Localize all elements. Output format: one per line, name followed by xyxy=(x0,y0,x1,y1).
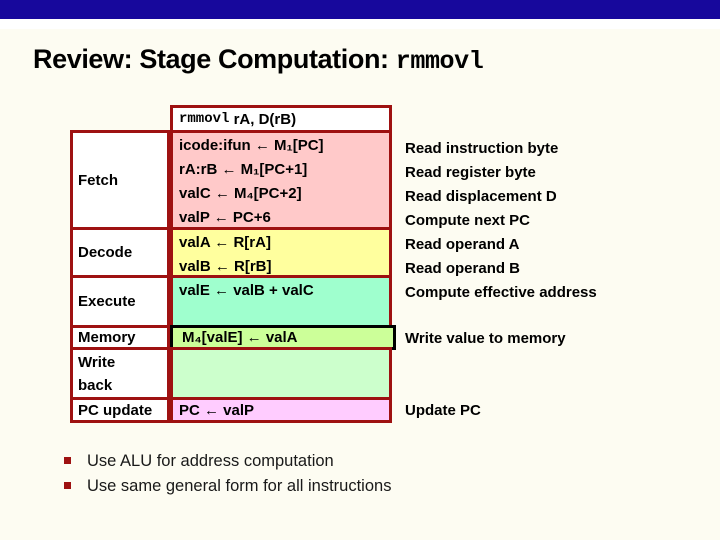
stage-expression-cell: PC ← valP xyxy=(170,397,392,423)
stage-expression-cell xyxy=(170,347,392,400)
stage-expression-cell: valA ← R[rA] valB ← R[rB] xyxy=(170,227,392,278)
table-header-cell: rmmovl rA, D(rB) xyxy=(170,105,392,133)
stage-label: Write back xyxy=(78,353,116,394)
note-line: Compute next PC xyxy=(405,212,531,229)
expression-line: M₄[valE] ← valA xyxy=(182,329,298,346)
expression-line: valE ← valB + valC xyxy=(179,282,314,299)
note-line: Read operand B xyxy=(405,260,521,277)
note-block: Update PC xyxy=(405,400,481,422)
note-line: Read instruction byte xyxy=(405,140,559,157)
stage-label-cell: Execute xyxy=(70,275,170,328)
expression-line: valB ← R[rB] xyxy=(179,258,272,275)
stage-label-cell: PC update xyxy=(70,397,170,423)
bullet-square-icon xyxy=(64,457,71,464)
top-blue-bar xyxy=(0,0,720,19)
note-block: Compute effective address xyxy=(405,281,597,305)
stage-label-cell: Write back xyxy=(70,347,170,400)
note-block: Write value to memory xyxy=(405,329,566,349)
top-white-strip xyxy=(0,19,720,29)
stage-expression-cell: icode:ifun ← M₁[PC] rA:rB ← M₁[PC+1] valC … xyxy=(170,130,392,230)
stage-label: Execute xyxy=(78,293,136,310)
expression-line: rA:rB ← M₁[PC+1] xyxy=(179,161,308,178)
note-line: Update PC xyxy=(405,402,481,419)
note-line: Read operand A xyxy=(405,236,520,253)
stage-label: Memory xyxy=(78,329,136,346)
stage-label: Decode xyxy=(78,244,133,261)
note-line: Read displacement D xyxy=(405,188,557,205)
expression-line: valC ← M₄[PC+2] xyxy=(179,185,302,202)
stage-label: Fetch xyxy=(78,171,119,189)
header-operands: rA, D(rB) xyxy=(229,110,297,128)
expression-line: PC ← valP xyxy=(179,402,255,419)
note-block: Read operand A Read operand B xyxy=(405,233,520,281)
stage-expression-cell: M₄[valE] ← valA xyxy=(170,325,396,350)
title-instruction-name: rmmovl xyxy=(395,47,484,76)
expression-line: icode:ifun ← M₁[PC] xyxy=(179,137,324,154)
note-line: Write value to memory xyxy=(405,330,566,347)
stage-expression-column: icode:ifun ← M₁[PC] rA:rB ← M₁[PC+1] valC … xyxy=(170,130,396,423)
bullet-text: Use same general form for all instructio… xyxy=(87,477,392,495)
expression-line: valA ← R[rA] xyxy=(179,234,271,251)
note-line: Read register byte xyxy=(405,164,536,181)
stage-label-cell: Fetch xyxy=(70,130,170,230)
stage-label-cell: Memory xyxy=(70,325,170,350)
stage-expression-cell: valE ← valB + valC xyxy=(170,275,392,328)
bullet-item: Use same general form for all instructio… xyxy=(64,474,391,499)
bullet-text: Use ALU for address computation xyxy=(87,452,334,470)
expression-line: valP ← PC+6 xyxy=(179,209,271,226)
page-title: Review: Stage Computation: rmmovl xyxy=(33,44,484,76)
stage-label: PC update xyxy=(78,401,153,419)
note-line: Compute effective address xyxy=(405,284,597,301)
header-instruction: rmmovl xyxy=(179,111,230,127)
title-text: Review: Stage Computation: xyxy=(33,44,396,74)
bullet-item: Use ALU for address computation xyxy=(64,449,391,474)
stage-label-cell: Decode xyxy=(70,227,170,278)
bullet-square-icon xyxy=(64,482,71,489)
